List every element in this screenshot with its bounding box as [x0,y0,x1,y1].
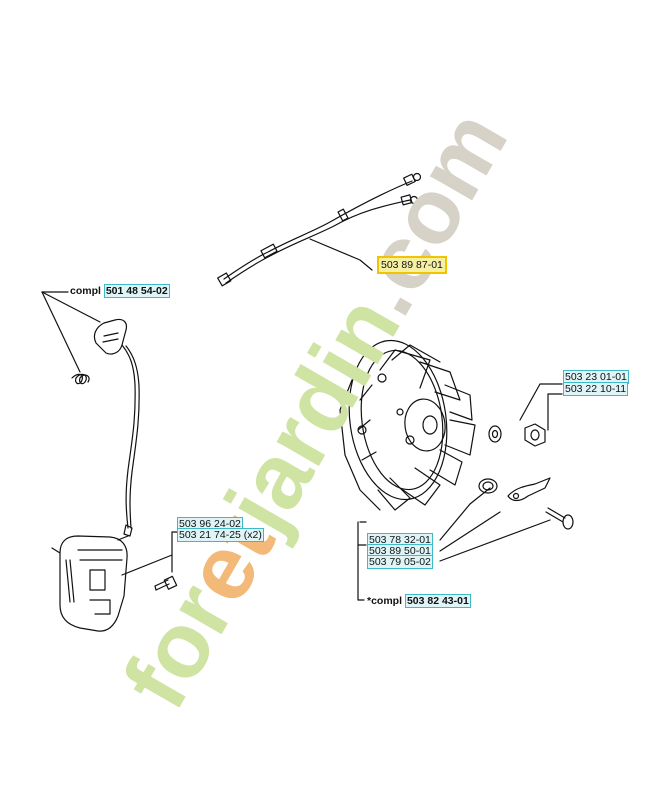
part-number-ignition-compl[interactable]: 501 48 54-02 [103,284,170,298]
label-fly-3: 503 79 05-02 [367,555,433,569]
label-cable: 503 89 87-01 [377,256,447,274]
leader-flywheel [357,487,551,601]
part-number-nut[interactable]: 503 22 10-11 [563,382,629,396]
pawl-spring [478,478,498,494]
leader-nut [547,393,563,431]
ignition-bolt [154,575,178,591]
flywheel-compl-prefix: *compl [367,595,403,607]
label-ignition-compl: compl 501 48 54-02 [70,284,170,298]
part-number-fly-1[interactable]: 503 78 32-01 [367,533,433,547]
leader-bolt-2 [121,554,173,576]
leader-ignition [41,291,101,373]
part-number-flywheel-compl[interactable]: 503 82 43-01 [404,594,471,608]
label-bolt-b: 503 21 74-25 (x2) [177,528,264,542]
pawl [507,477,551,502]
flywheel [339,339,476,511]
label-fly-2: 503 89 50-01 [367,544,433,558]
part-number-fly-3[interactable]: 503 79 05-02 [367,555,433,569]
nut [524,423,546,447]
pawl-pin [545,507,574,530]
washer [488,425,502,443]
compl-prefix: compl [70,285,101,297]
part-number-washer[interactable]: 503 23 01-01 [563,370,629,384]
part-number-cable[interactable]: 503 89 87-01 [377,256,447,274]
spring [71,373,90,385]
ignition-module [51,535,129,632]
label-bolt-a: 503 96 24-02 [177,517,243,531]
label-flywheel-compl: *compl 503 82 43-01 [367,594,471,608]
leader-bolt [171,531,179,573]
label-nut: 503 22 10-11 [563,382,629,396]
leader-washer [519,383,563,421]
spark-plug-boot [93,318,140,537]
part-number-bolt-a[interactable]: 503 96 24-02 [177,517,243,531]
cable-assembly [217,172,422,287]
label-fly-1: 503 78 32-01 [367,533,433,547]
part-number-fly-2[interactable]: 503 89 50-01 [367,544,433,558]
part-number-bolt-b[interactable]: 503 21 74-25 (x2) [177,528,264,542]
label-washer: 503 23 01-01 [563,370,629,384]
